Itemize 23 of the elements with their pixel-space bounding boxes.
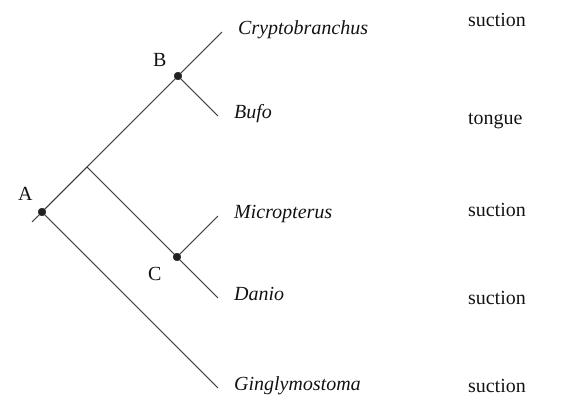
- node-letter: A: [18, 182, 32, 206]
- tree-branch: [180, 32, 222, 74]
- node-letter: B: [153, 48, 166, 72]
- trait-label: tongue: [468, 106, 522, 130]
- taxon-name: Danio: [218, 280, 284, 308]
- taxon-name: Cryptobranchus: [222, 14, 368, 42]
- trait-label: suction: [468, 8, 526, 32]
- branch-node-dot: [174, 72, 182, 80]
- trait-label: suction: [468, 198, 526, 222]
- trait-label: suction: [468, 286, 526, 310]
- branch-node-dot: [38, 208, 46, 216]
- branch-node-dot: [173, 253, 181, 261]
- taxon-name: Ginglymostoma: [218, 370, 361, 398]
- tree-branch: [44, 166, 175, 255]
- tree-branch: [180, 78, 218, 116]
- tree-branch: [32, 214, 40, 222]
- trait-label: suction: [468, 374, 526, 398]
- taxon-name: Bufo: [218, 98, 272, 126]
- node-letter: C: [148, 262, 162, 286]
- taxon-name: Micropterus: [218, 198, 332, 226]
- tree-branch: [179, 216, 218, 255]
- tree-branch: [44, 214, 218, 388]
- tree-branch: [179, 259, 218, 298]
